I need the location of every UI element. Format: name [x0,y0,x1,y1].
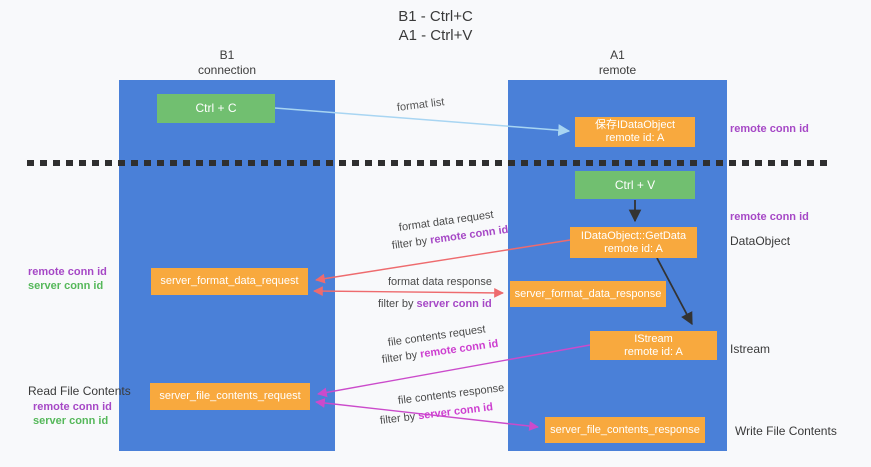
label-dataobject: DataObject [730,234,791,248]
node-save-idataobject-line2: remote id: A [605,132,665,144]
node-save-idataobject-line1: 保存IDataObject [594,119,676,131]
edge-label-filter-server-2: filter by server conn id [379,401,494,427]
dashed-divider [27,160,833,166]
column-header-b1: B1 connection [119,48,335,78]
node-server-format-data-response-label: server_format_data_response [514,287,662,300]
node-server-file-contents-request: server_file_contents_request [150,383,310,410]
column-a1-name: A1 [610,48,625,62]
node-ctrl-v-label: Ctrl + V [614,177,656,192]
label-remote-conn-id-left-bottom: remote conn id [33,401,112,413]
node-ctrl-c: Ctrl + C [157,94,275,123]
node-idataobject-getdata-line2: remote id: A [604,242,663,255]
column-header-a1: A1 remote [508,48,727,78]
node-idataobject-getdata-line1: IDataObject::GetData [580,229,687,242]
label-read-file-contents: Read File Contents [28,384,131,398]
node-istream-line1: IStream [634,332,673,345]
node-server-format-data-request: server_format_data_request [151,268,308,295]
column-b1-name: B1 [219,48,235,62]
node-server-format-data-response: server_format_data_response [510,281,666,307]
label-remote-conn-id-left-mid: remote conn id [28,266,107,278]
label-write-file-contents: Write File Contents [735,424,837,438]
diagram-title: B1 - Ctrl+C A1 - Ctrl+V [0,7,871,45]
node-istream: IStream remote id: A [590,331,717,360]
arrow-format-data-response [313,286,504,298]
node-server-file-contents-request-label: server_file_contents_request [159,390,301,402]
edge-label-format-list: format list [396,96,446,114]
node-server-file-contents-response: server_file_contents_response [545,417,705,443]
column-a1-subtitle: remote [598,63,637,77]
edge-label-filter-server-1: filter by server conn id [378,298,492,310]
title-line-2: A1 - Ctrl+V [398,27,473,44]
label-server-conn-id-left-mid: server conn id [28,280,104,292]
edge-label-format-data-response: format data response [388,276,492,288]
title-line-1: B1 - Ctrl+C [398,8,473,25]
label-istream: Istream [730,342,771,356]
node-idataobject-getdata: IDataObject::GetData remote id: A [570,227,697,258]
node-istream-line2: remote id: A [624,345,683,358]
node-server-file-contents-response-label: server_file_contents_response [550,423,700,436]
node-server-format-data-request-label: server_format_data_request [160,275,299,287]
node-ctrl-v: Ctrl + V [575,171,695,199]
node-ctrl-c-label: Ctrl + C [195,101,237,115]
node-save-idataobject: 保存IDataObject remote id: A [575,117,695,147]
label-remote-conn-id-right-top: remote conn id [730,123,809,135]
label-remote-conn-id-right-mid: remote conn id [730,211,809,223]
label-server-conn-id-left-bottom: server conn id [33,415,109,427]
column-b1-subtitle: connection [197,63,257,77]
